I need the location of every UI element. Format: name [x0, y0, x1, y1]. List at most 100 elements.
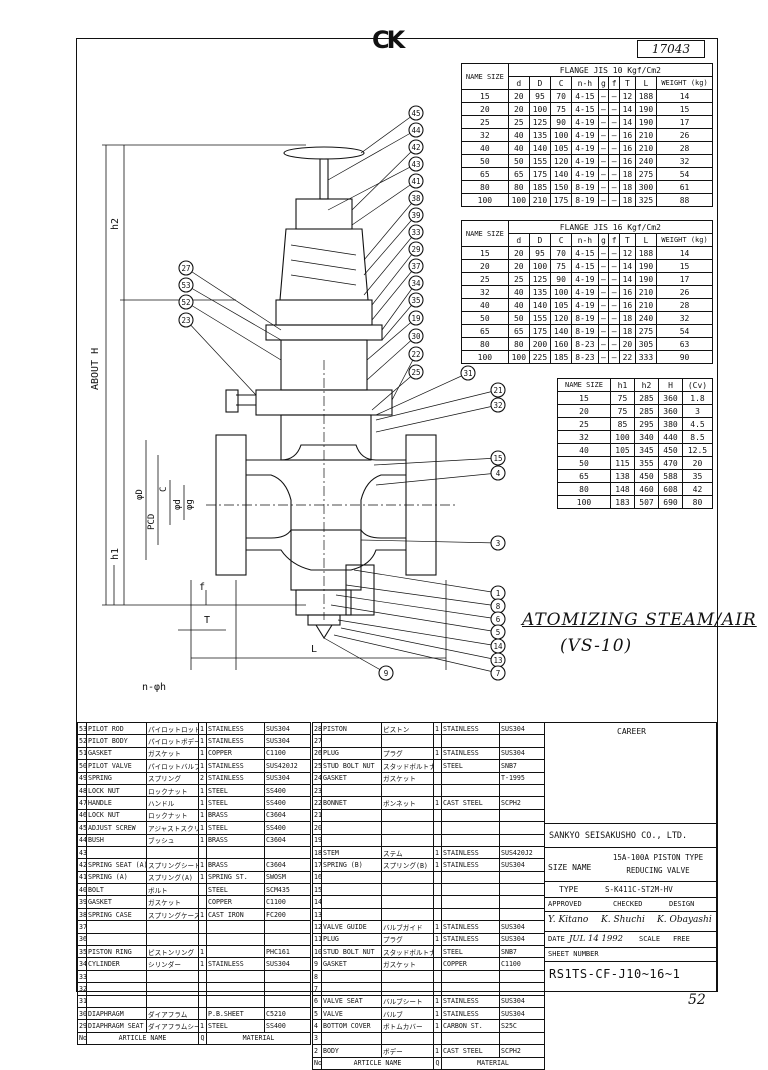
balloon-number: 13 — [493, 656, 502, 665]
table-cell: 3 — [312, 1031, 322, 1046]
table-cell: 18 — [618, 167, 636, 181]
balloon-number: 34 — [411, 279, 421, 288]
table-cell — [381, 883, 434, 897]
sheet-number-value: RS1TS-CF-J10~16~1 — [549, 967, 681, 981]
date-value: JUL 14 1992 — [569, 934, 624, 944]
table-cell: PILOT VALVE — [86, 759, 147, 773]
table-cell: COPPER — [441, 957, 500, 971]
table-cell: 13 — [312, 907, 322, 922]
table-cell: STAINLESS — [441, 932, 500, 947]
table-cell: STAINLESS — [206, 721, 265, 736]
table-cell: 100 — [610, 430, 635, 444]
footer-material: MATERIAL — [206, 1031, 311, 1046]
table-cell — [441, 982, 500, 996]
table-row: 27 — [312, 734, 545, 748]
table-cell: 39 — [77, 895, 87, 909]
table-cell: 32 — [656, 154, 713, 168]
table-cell: VALVE — [321, 1006, 382, 1021]
table-cell — [321, 907, 382, 922]
table-cell: SUS304 — [264, 721, 311, 736]
table-cell: 18 — [618, 324, 636, 338]
leader-line — [381, 282, 417, 331]
table-cell: 36 — [77, 932, 87, 947]
table-cell — [499, 982, 545, 996]
table-cell: 345 — [634, 443, 659, 457]
table-cell: 138 — [610, 469, 635, 483]
table-cell: 1 — [198, 907, 207, 922]
table-cell: 33 — [77, 969, 87, 984]
table-cell: DIAPHRAGM SEAT — [86, 1019, 147, 1033]
table-cell — [441, 808, 500, 823]
part-balloon: 35 — [408, 292, 424, 308]
table-cell: SUS304 — [499, 920, 545, 934]
table-cell — [264, 969, 311, 984]
table-cell: バルブシート — [381, 994, 434, 1009]
table-cell — [198, 982, 207, 996]
table-cell: 18 — [312, 845, 322, 860]
part-balloon: 33 — [408, 224, 424, 240]
table-cell: 190 — [634, 115, 658, 129]
table-cell: 50 — [557, 456, 611, 470]
table-cell: STEM — [321, 845, 382, 860]
drawing-subtitle: (VS-10) — [560, 636, 633, 656]
table-cell: 4-15 — [571, 259, 599, 273]
table-cell: SWOSM — [264, 870, 311, 885]
balloon-number: 1 — [496, 589, 501, 598]
table-cell: — — [608, 154, 620, 168]
part-balloon: 4 — [490, 465, 506, 481]
table-cell: C5210 — [264, 1006, 311, 1021]
table-cell: 188 — [634, 89, 658, 103]
table-row: 13 — [312, 907, 545, 922]
table-cell: 1 — [433, 746, 442, 761]
table-cell: スプリングシート — [146, 858, 199, 872]
leader-line — [363, 214, 417, 276]
table-cell: C1100 — [499, 957, 545, 971]
leader-line — [375, 389, 499, 421]
table-cell: 52 — [77, 734, 87, 748]
table-cell: 19 — [312, 833, 322, 847]
table-cell — [321, 870, 382, 885]
drawing-reference-number: 17043 — [637, 40, 705, 58]
table-cell — [433, 783, 442, 798]
table-cell — [433, 957, 442, 971]
table-cell — [433, 945, 442, 959]
part-balloon: 14 — [490, 638, 506, 654]
dimension-lines — [102, 144, 447, 670]
table-cell — [433, 833, 442, 847]
table-cell: 460 — [634, 482, 659, 496]
table-cell: 115 — [610, 456, 635, 470]
table-cell: GASKET — [321, 771, 382, 785]
table-cell: 450 — [658, 443, 683, 457]
table-cell — [206, 994, 265, 1009]
table-cell: — — [597, 272, 610, 286]
table-cell: 61 — [656, 180, 713, 194]
table-cell: アジャストスクリュウ — [146, 821, 199, 835]
table-cell — [381, 734, 434, 748]
table-cell: 21 — [312, 808, 322, 823]
table-cell: 100 — [461, 193, 509, 207]
table-cell: 4 — [312, 1019, 322, 1033]
table-cell: 380 — [658, 417, 683, 431]
table-cell — [321, 808, 382, 823]
table-cell: 690 — [658, 495, 683, 509]
leader-line — [351, 146, 417, 211]
leader-line — [323, 637, 387, 674]
table-cell: ボンネット — [381, 796, 434, 810]
part-balloon: 29 — [408, 241, 424, 257]
footer-material: MATERIAL — [441, 1056, 545, 1070]
table-cell: 14 — [618, 272, 636, 286]
table-cell: 47 — [77, 796, 87, 810]
table-cell — [86, 932, 147, 947]
table-cell — [86, 994, 147, 1009]
table-cell: ボルト — [146, 883, 199, 897]
table-cell — [499, 895, 545, 909]
table-cell: LOCK NUT — [86, 783, 147, 798]
table-cell: BRASS — [206, 833, 265, 847]
